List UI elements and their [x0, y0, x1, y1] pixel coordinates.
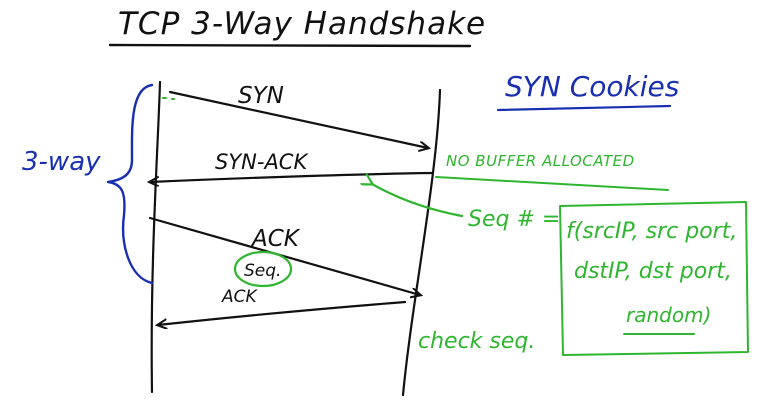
server-timeline [401, 88, 442, 397]
no-buffer-note: NO BUFFER ALLOCATED [446, 152, 635, 170]
title-underline [108, 43, 472, 48]
syn-arrow [168, 90, 428, 148]
diagram-title: TCP 3-Way Handshake [118, 6, 486, 42]
syn-ack-arrow [150, 171, 434, 182]
formula-line-1: f(srcIP, src port, [566, 219, 737, 244]
three-way-brace [106, 83, 154, 285]
syn-label: SYN [238, 83, 284, 109]
ack2-arrow [158, 300, 407, 325]
ack-arrow [148, 216, 420, 295]
client-timeline [150, 80, 162, 394]
syn-cookies-heading: SYN Cookies [505, 70, 679, 103]
formula-box [559, 201, 749, 356]
ack-label: ACK [250, 226, 301, 252]
seq-circled-label: Seq. [244, 261, 281, 281]
check-seq-note: check seq. [418, 329, 535, 354]
formula-line-2: dstIP, dst port, [574, 259, 732, 284]
seq-pointer-arrow [372, 184, 464, 218]
heading-underline [496, 104, 672, 112]
ack2-label: ACK [221, 287, 258, 307]
three-way-label: 3-way [22, 147, 101, 177]
seq-hash-label: Seq # = [468, 207, 560, 232]
no-buffer-underline [435, 176, 669, 191]
seq-circle [233, 250, 293, 288]
syn-ack-label: SYN-ACK [215, 150, 309, 174]
syn-green-dots [162, 97, 175, 100]
formula-line-3: random) [626, 303, 711, 327]
